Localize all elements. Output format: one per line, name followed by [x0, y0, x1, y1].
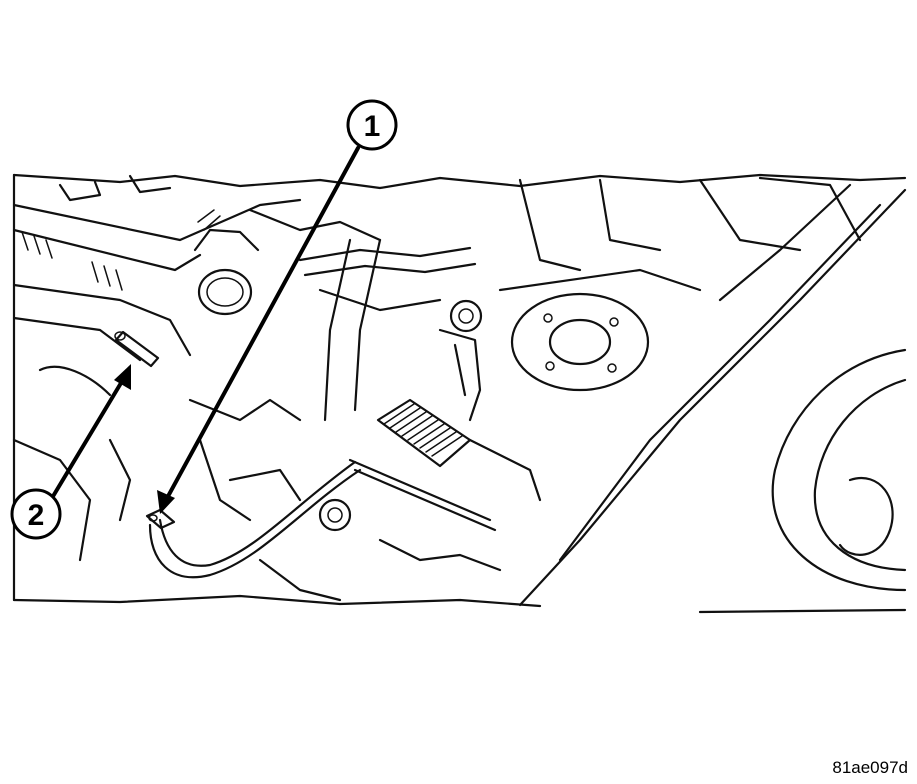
callout-1-leader — [157, 146, 360, 514]
callout-1-label: 1 — [364, 110, 381, 143]
callout-2: 2 — [10, 488, 62, 540]
engine-line-art — [12, 173, 907, 614]
callout-1: 1 — [346, 99, 398, 151]
callout-2-label: 2 — [28, 499, 45, 532]
figure-reference-code: 81ae097d — [832, 758, 908, 777]
callout-2-leader — [50, 364, 131, 500]
